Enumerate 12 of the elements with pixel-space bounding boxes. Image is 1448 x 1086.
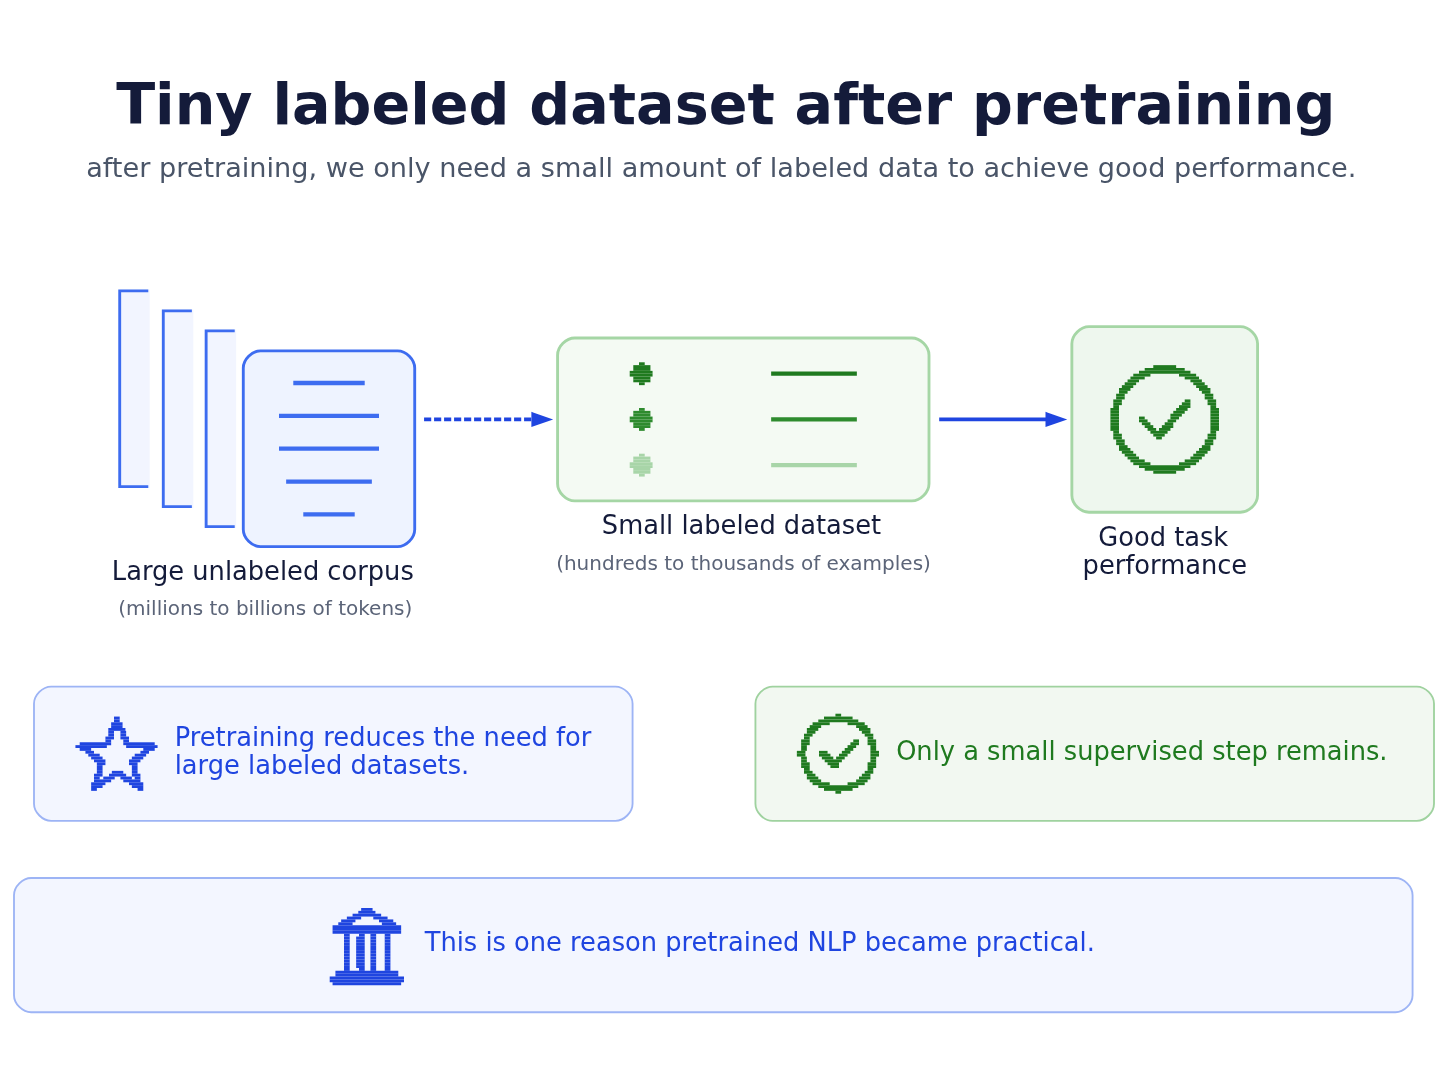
arrow [939,411,1068,428]
node-box: Pretraining reduces the need for large labeled datasets. [33,685,634,822]
arrow [424,411,554,428]
caption: after pretraining, we only need a small amount of labeled data to achieve good performance. [86,151,1357,183]
node-label: Large unlabeled corpus [111,556,414,586]
diagram-title: Tiny labeled dataset after pretraining [116,70,1336,137]
node-box: This is one reason pretrained NLP became practical. [13,877,1414,1014]
node-label: Good task performance [1082,521,1248,581]
node-label: (hundreds to thousands of examples) [556,550,931,575]
node-label: (millions to billions of tokens) [118,596,413,621]
node-label: Small labeled dataset [601,510,882,541]
node-box: Only a small supervised step remains. [754,685,1435,822]
